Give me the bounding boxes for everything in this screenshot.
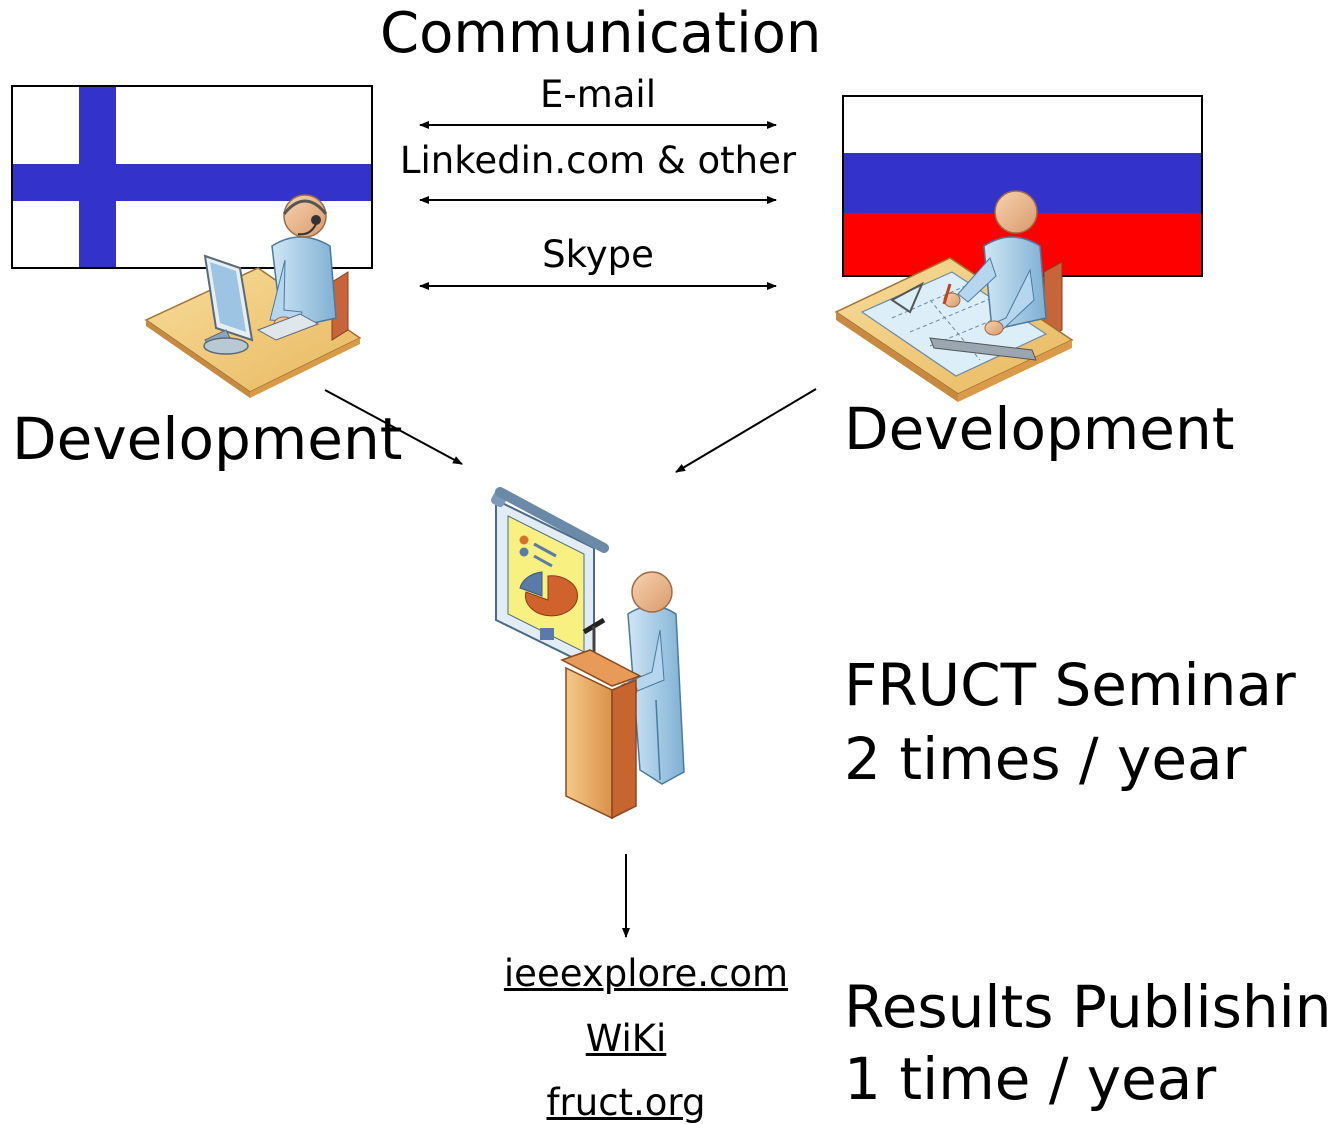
channel-skype-label: Skype	[542, 233, 654, 276]
channel-linkedin-label: Linkedin.com & other	[399, 139, 797, 182]
presenter-at-podium-icon	[490, 487, 685, 820]
publishing-title: Results Publishing	[844, 973, 1333, 1041]
finland-flag	[11, 85, 373, 269]
seminar-frequency: 2 times / year	[844, 725, 1247, 793]
channel-email-label: E-mail	[539, 73, 656, 116]
right-development-label: Development	[844, 395, 1235, 463]
publishing-frequency: 1 time / year	[844, 1045, 1217, 1113]
link-wiki[interactable]: WiKi	[585, 1017, 667, 1060]
person-drafting-at-desk-icon	[834, 190, 1074, 402]
person-with-headset-at-computer-icon	[144, 194, 362, 398]
link-fruct-org[interactable]: fruct.org	[546, 1081, 706, 1124]
left-development-label: Development	[12, 405, 403, 473]
communication-title: Communication	[380, 1, 822, 66]
right-to-seminar-arrow	[675, 388, 817, 473]
communication-arrows	[419, 121, 777, 290]
seminar-title: FRUCT Seminar	[844, 651, 1296, 719]
link-ieeexplore[interactable]: ieeexplore.com	[503, 952, 789, 995]
left-to-seminar-arrow	[324, 389, 463, 465]
